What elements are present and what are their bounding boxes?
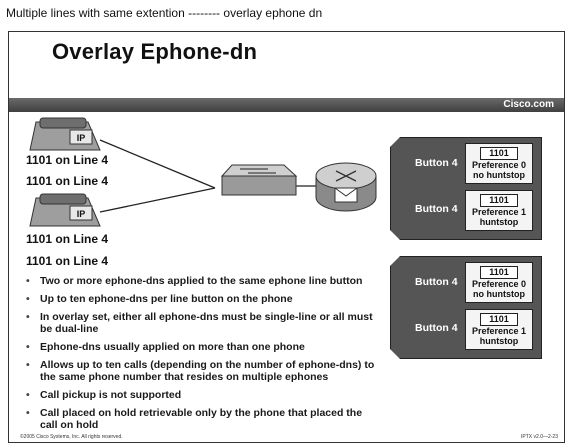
ephone-dn-card: 1101 Preference 1 huntstop [465, 309, 533, 350]
page-caption: Multiple lines with same extention -----… [6, 6, 323, 20]
button-label: Button 4 [415, 276, 458, 288]
phone-button-panel-1: Button 4 1101 Preference 0 no huntstop B… [390, 137, 542, 240]
preference-label: Preference 1 [471, 326, 527, 336]
huntstop-label: huntstop [479, 336, 519, 346]
svg-text:IP: IP [77, 209, 86, 219]
ephone-dn-card: 1101 Preference 0 no huntstop [465, 143, 533, 184]
brand-label: Cisco.com [503, 99, 554, 110]
preference-label: Preference 1 [471, 207, 527, 217]
bullet-item: Ephone-dns usually applied on more than … [22, 341, 382, 353]
ip-phone-icon-2: IP [29, 193, 101, 227]
dn-number: 1101 [480, 313, 518, 326]
huntstop-label: huntstop [479, 217, 519, 227]
button-label: Button 4 [415, 322, 458, 334]
dn-number: 1101 [480, 194, 518, 207]
bullet-item: Call placed on hold retrievable only by … [22, 407, 382, 431]
dn-number: 1101 [480, 147, 518, 160]
huntstop-label: no huntstop [473, 289, 525, 299]
line-label-4: 1101 on Line 4 [26, 254, 109, 268]
bullet-item: Allows up to ten calls (depending on the… [22, 359, 382, 383]
bullet-list: Two or more ephone-dns applied to the sa… [22, 275, 382, 437]
dn-number: 1101 [480, 266, 518, 279]
button-label: Button 4 [415, 203, 458, 215]
link-phone1-switch [99, 139, 216, 189]
title-bar: Cisco.com [9, 98, 564, 112]
line-label-1: 1101 on Line 4 [26, 153, 109, 167]
ephone-dn-card: 1101 Preference 0 no huntstop [465, 262, 533, 303]
switch-icon [220, 164, 298, 196]
slide-title: Overlay Ephone-dn [52, 39, 258, 64]
ephone-dn-card: 1101 Preference 1 huntstop [465, 190, 533, 231]
router-icon [315, 162, 377, 212]
svg-text:IP: IP [77, 133, 86, 143]
preference-label: Preference 0 [471, 279, 527, 289]
line-label-2: 1101 on Line 4 [26, 174, 109, 188]
link-phone2-switch [99, 187, 216, 213]
button-label: Button 4 [415, 157, 458, 169]
copyright-footer: ©2005 Cisco Systems, Inc. All rights res… [20, 434, 123, 440]
preference-label: Preference 0 [471, 160, 527, 170]
huntstop-label: no huntstop [473, 170, 525, 180]
line-label-3: 1101 on Line 4 [26, 232, 109, 246]
bullet-item: Up to ten ephone-dns per line button on … [22, 293, 382, 305]
phone-button-panel-2: Button 4 1101 Preference 0 no huntstop B… [390, 256, 542, 359]
bullet-item: In overlay set, either all ephone-dns mu… [22, 311, 382, 335]
bullet-item: Two or more ephone-dns applied to the sa… [22, 275, 382, 287]
slide-number-footer: IPTX v2.0—2-23 [521, 434, 558, 440]
bullet-item: Call pickup is not supported [22, 389, 382, 401]
ip-phone-icon-1: IP [29, 117, 101, 151]
